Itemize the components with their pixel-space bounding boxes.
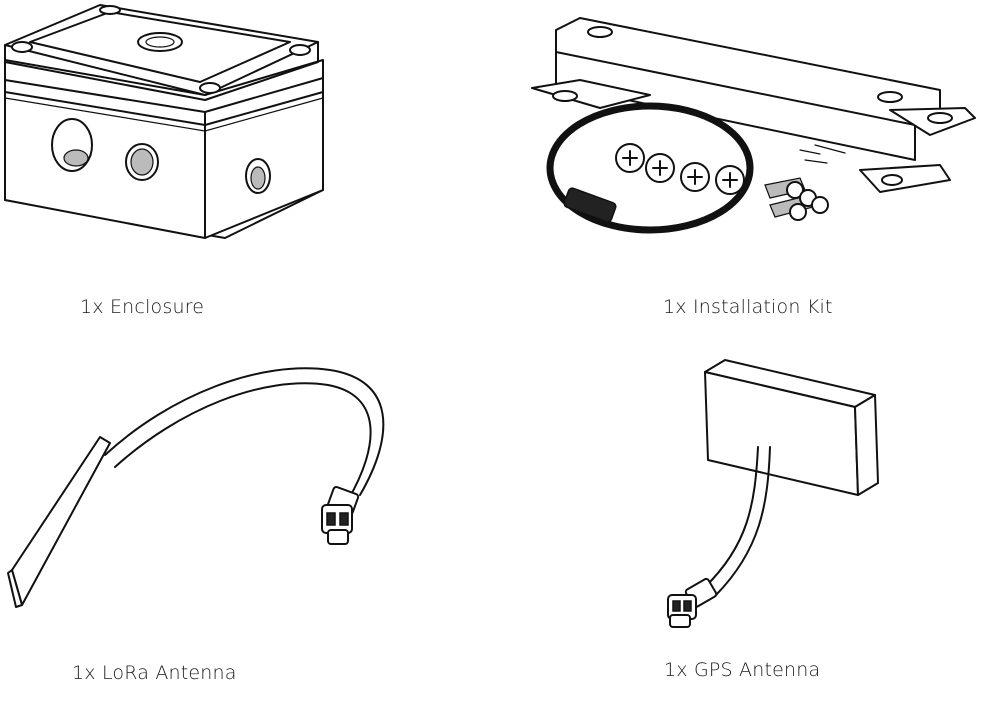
- caption-lora-antenna: 1x LoRa Antenna: [72, 662, 237, 684]
- caption-enclosure: 1x Enclosure: [80, 296, 205, 318]
- enclosure-icon: [4, 4, 324, 239]
- gps-antenna-icon: [667, 359, 879, 628]
- package-item-gps-antenna: 1x GPS Antenna: [600, 355, 990, 724]
- caption-installation-kit: 1x Installation Kit: [663, 296, 833, 318]
- lora-antenna-icon: [7, 367, 385, 608]
- installation-kit-icon: [531, 17, 976, 234]
- package-item-installation-kit: 1x Installation Kit: [520, 0, 990, 330]
- caption-gps-antenna: 1x GPS Antenna: [664, 659, 821, 681]
- package-item-lora-antenna: 1x LoRa Antenna: [0, 355, 420, 724]
- package-item-enclosure: 1x Enclosure: [0, 0, 330, 330]
